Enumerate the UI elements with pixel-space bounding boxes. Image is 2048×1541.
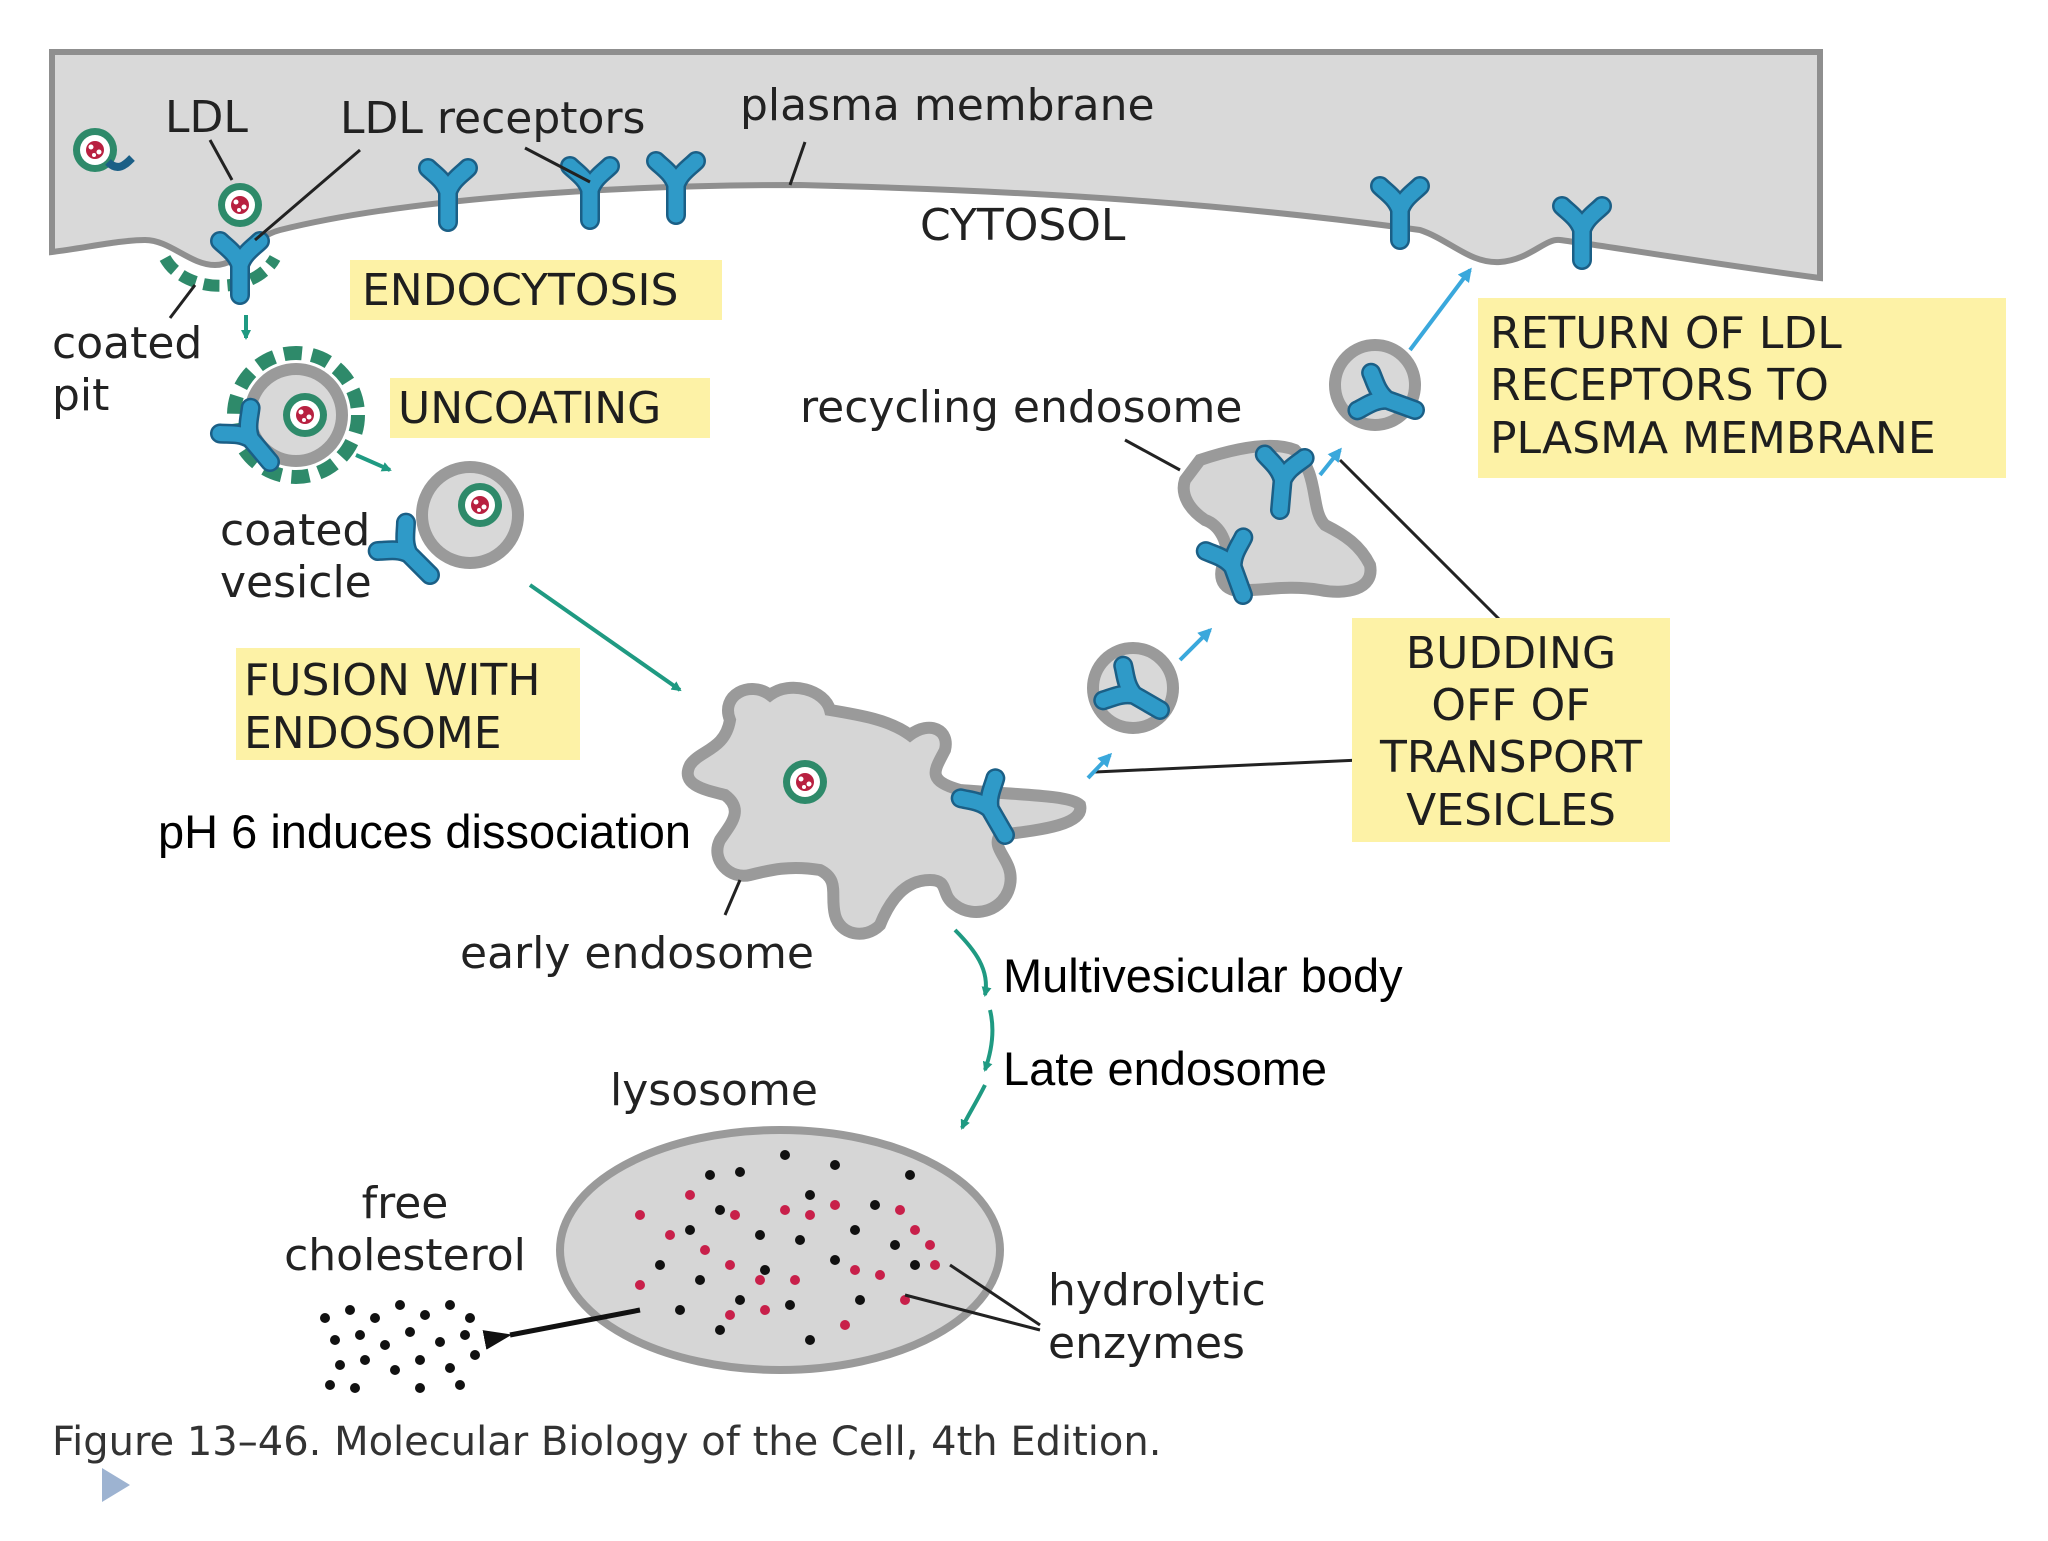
ldl-in-endosome <box>783 760 827 804</box>
transport-vesicle <box>1087 642 1173 728</box>
step-return-2: RECEPTORS TO <box>1490 360 1829 411</box>
step-budding-3: TRANSPORT <box>1379 732 1642 783</box>
hydrolytic-enzymes-label-2: enzymes <box>1048 1318 1245 1369</box>
return-vesicle <box>1329 339 1422 429</box>
return-box <box>1478 298 2006 478</box>
multivesicular-body-annotation: Multivesicular body <box>1003 949 1403 1002</box>
plasma-membrane <box>49 49 1823 282</box>
ldl-label: LDL <box>165 92 248 143</box>
step-fusion-2: ENDOSOME <box>244 708 502 759</box>
step-budding-2: OFF OF <box>1431 680 1590 731</box>
ldl-receptors-label: LDL receptors <box>340 93 645 144</box>
endocytosis-box <box>350 260 722 320</box>
coated-vesicle-label-1: coated <box>220 505 370 556</box>
ph-annotation: pH 6 induces dissociation <box>158 805 691 858</box>
step-return-1: RETURN OF LDL <box>1490 308 1842 359</box>
step-return-3: PLASMA MEMBRANE <box>1490 413 1936 464</box>
membrane-coat <box>159 254 281 292</box>
late-endosome-annotation: Late endosome <box>1003 1042 1327 1095</box>
step-budding-1: BUDDING <box>1406 628 1616 679</box>
receptor-in-pit <box>220 241 260 295</box>
cytosol-label: CYTOSOL <box>920 200 1126 251</box>
coated-vesicle-label-2: vesicle <box>220 557 372 608</box>
hydrolytic-enzymes-label-1: hydrolytic <box>1048 1265 1266 1316</box>
uncoating-box <box>390 378 710 438</box>
lysosome <box>556 1126 1004 1374</box>
coated-pit-label-1: coated <box>52 318 202 369</box>
free-cholesterol-label-2: cholesterol <box>284 1230 526 1281</box>
step-budding-4: VESICLES <box>1406 785 1616 836</box>
early-endosome-shape <box>681 681 1087 940</box>
step-fusion-1: FUSION WITH <box>244 655 540 706</box>
figure-caption: Figure 13–46. Molecular Biology of the C… <box>52 1419 1161 1465</box>
slide-bullet-triangle-icon <box>102 1468 130 1502</box>
free-cholesterol-dots <box>320 1300 480 1393</box>
ldl-particle <box>218 183 262 227</box>
lysosome-label: lysosome <box>610 1065 818 1116</box>
early-endosome-label: early endosome <box>460 928 814 979</box>
fusion-box <box>236 648 580 760</box>
coated-pit-label-2: pit <box>52 370 109 421</box>
free-cholesterol-label-1: free <box>362 1178 449 1229</box>
uncoated-vesicle <box>378 461 524 589</box>
recycling-endosome-label: recycling endosome <box>800 382 1242 433</box>
lysosome-cholesterol-dots <box>655 1150 920 1345</box>
plasma-membrane-label: plasma membrane <box>740 80 1155 131</box>
budding-box <box>1352 618 1670 842</box>
hydrolytic-enzyme-dots <box>635 1190 940 1330</box>
step-uncoating: UNCOATING <box>398 383 661 434</box>
coated-vesicle <box>220 346 365 477</box>
step-endocytosis: ENDOCYTOSIS <box>362 265 678 316</box>
